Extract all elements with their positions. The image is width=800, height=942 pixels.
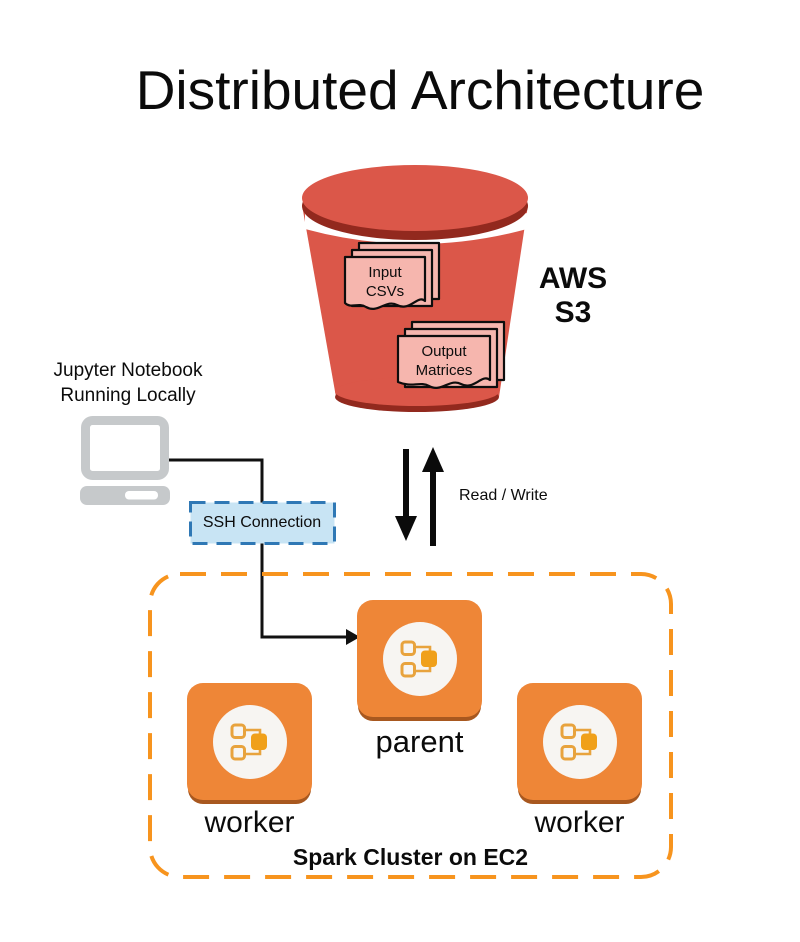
output-matrices-line2: Matrices xyxy=(415,362,473,379)
read-write-label: Read / Write xyxy=(459,487,548,504)
worker-right-circle xyxy=(542,704,617,779)
down-arrow-icon xyxy=(395,449,417,541)
up-arrow-icon xyxy=(422,447,444,546)
worker-node-left xyxy=(187,683,312,800)
cluster-nodes-icon xyxy=(400,640,437,677)
jupyter-line2: Running Locally xyxy=(60,385,196,406)
cluster-nodes-icon xyxy=(230,723,267,760)
input-csvs-line1: Input xyxy=(368,264,402,281)
output-matrices-line1: Output xyxy=(421,343,467,360)
spark-cluster-caption: Spark Cluster on EC2 xyxy=(292,844,529,870)
aws-s3-line2: S3 xyxy=(554,296,592,329)
parent-node-label: parent xyxy=(375,724,464,759)
aws-s3-line1: AWS xyxy=(538,262,608,295)
ssh-connector-arrow xyxy=(169,458,360,645)
output-matrices-label: Output Matrices xyxy=(398,342,490,380)
worker-node-right xyxy=(517,683,642,800)
worker-right-label: worker xyxy=(534,806,625,839)
input-csvs-document-stack-icon xyxy=(343,241,441,310)
input-csvs-label: Input CSVs xyxy=(345,263,425,301)
worker-left-circle xyxy=(212,704,287,779)
spark-cluster-container xyxy=(148,572,673,879)
jupyter-notebook-label: Jupyter Notebook Running Locally xyxy=(28,358,228,408)
ssh-connection-box xyxy=(189,501,336,545)
input-csvs-line2: CSVs xyxy=(365,283,405,300)
parent-node xyxy=(357,600,482,717)
ssh-connection-label: SSH Connection xyxy=(202,513,322,531)
laptop-icon xyxy=(80,416,170,505)
page-title: Distributed Architecture xyxy=(135,59,705,121)
jupyter-line1: Jupyter Notebook xyxy=(53,360,203,381)
aws-s3-label: AWS S3 xyxy=(527,262,619,330)
parent-node-circle xyxy=(382,621,457,696)
output-matrices-document-stack-icon xyxy=(396,320,506,389)
worker-left-label: worker xyxy=(204,806,295,839)
cluster-nodes-icon xyxy=(560,723,597,760)
